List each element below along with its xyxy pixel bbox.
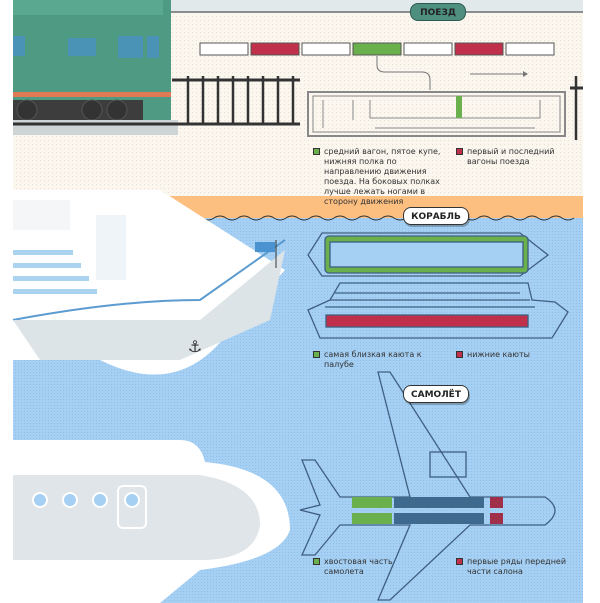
train-section-title: ПОЕЗД xyxy=(410,3,466,21)
anchor-icon: ⚓ xyxy=(188,337,202,356)
cruise-ship-illustration: ⚓ xyxy=(12,190,286,375)
ship-plan-diagram xyxy=(307,232,569,339)
locomotive-icon xyxy=(13,0,171,122)
train-legend-green: средний вагон, пятое купе, нижняя полка … xyxy=(313,147,448,207)
green-square-icon xyxy=(313,148,320,155)
red-square-icon xyxy=(456,351,463,358)
green-square-icon xyxy=(313,558,320,565)
train-legend-red: первый и последний вагоны поезда xyxy=(456,147,566,167)
plane-legend-red: первые ряды передней части салона xyxy=(456,557,571,577)
plane-plan-diagram xyxy=(299,371,556,601)
ship-legend-green: самая близкая каюта к палубе xyxy=(313,350,423,370)
airplane-illustration xyxy=(13,440,290,603)
train-cars-diagram xyxy=(199,42,555,56)
green-square-icon xyxy=(313,351,320,358)
train-car-plan xyxy=(307,91,566,137)
red-square-icon xyxy=(456,558,463,565)
railway-track xyxy=(13,76,583,140)
red-square-icon xyxy=(456,148,463,155)
plane-section-title: САМОЛЁТ xyxy=(403,385,469,403)
ship-section-title: КОРАБЛЬ xyxy=(403,207,469,225)
ship-legend-red: нижние каюты xyxy=(456,350,566,360)
plane-legend-green: хвостовая часть самолета xyxy=(313,557,403,577)
